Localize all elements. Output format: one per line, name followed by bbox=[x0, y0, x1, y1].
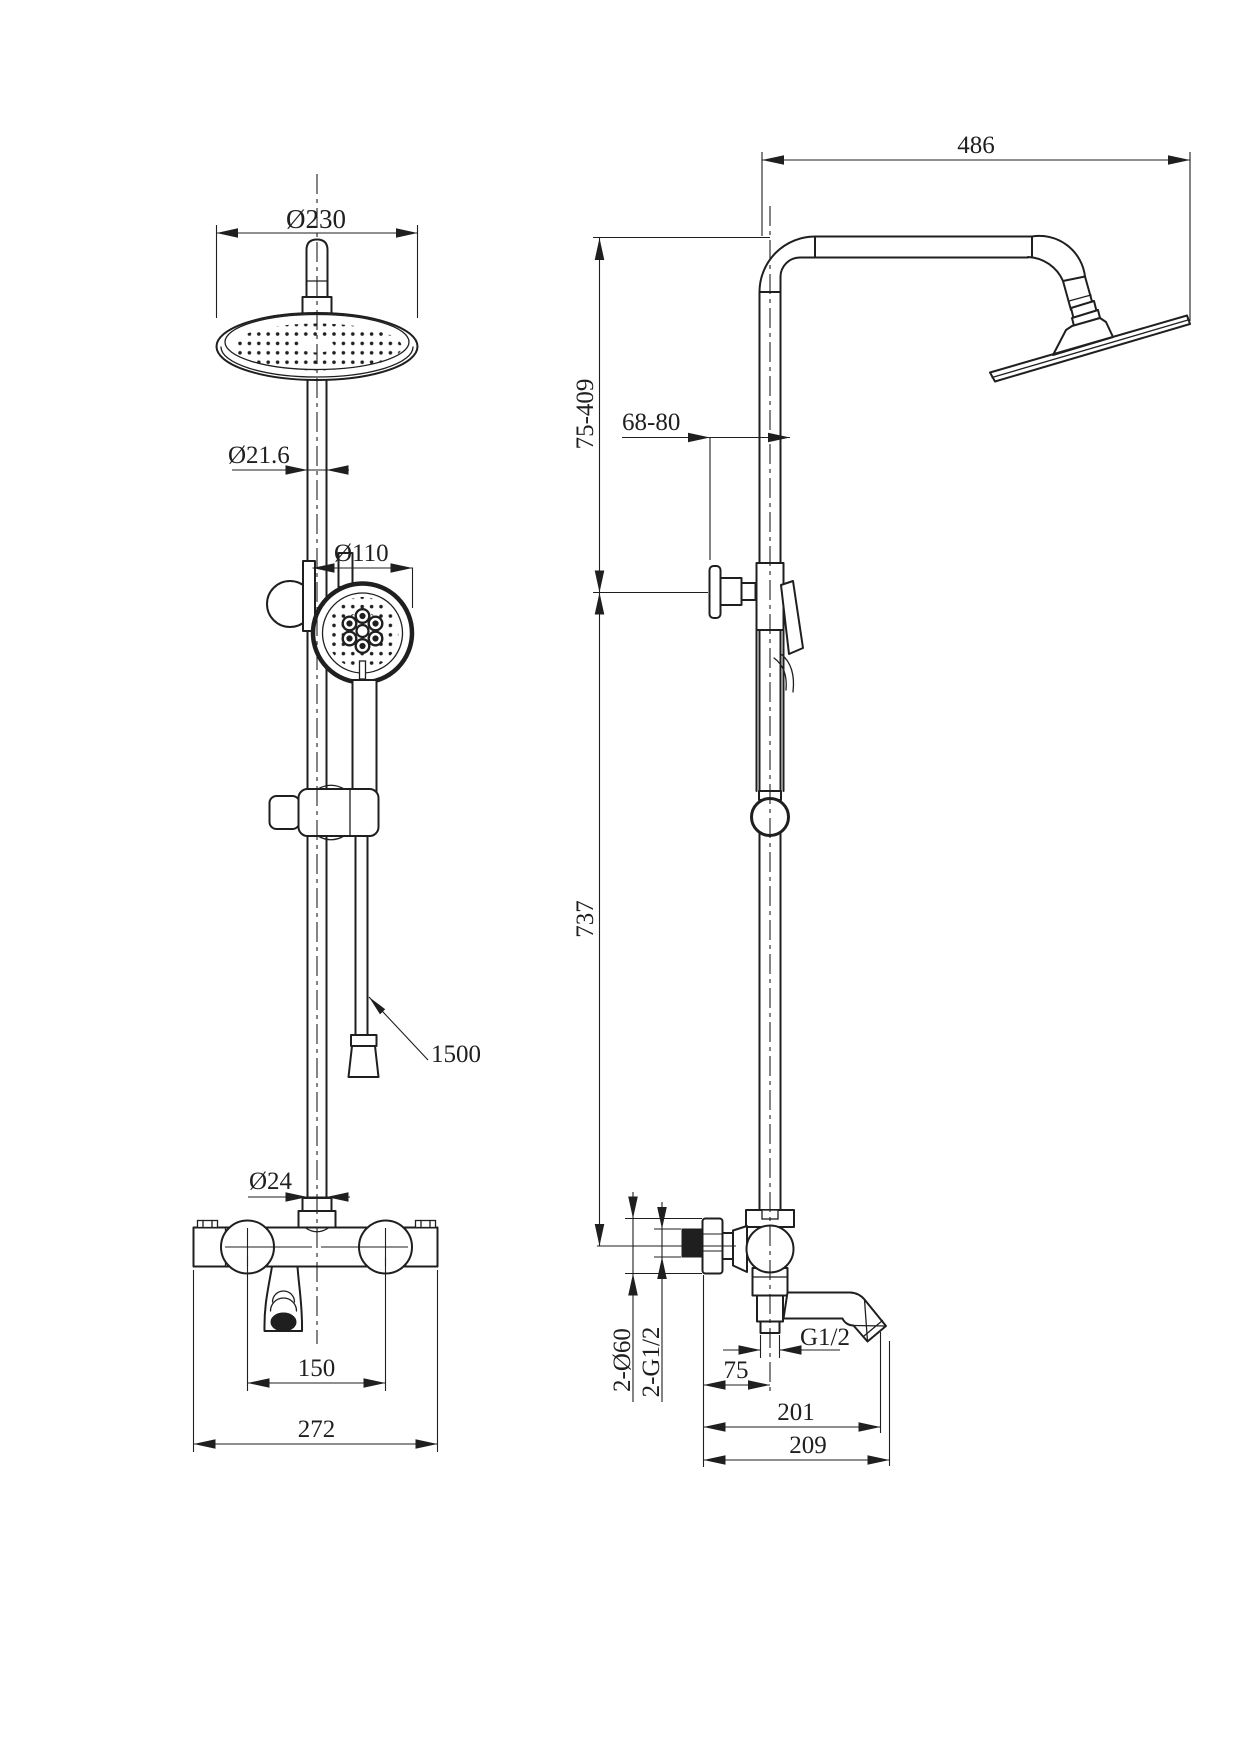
front-view: Ø230 Ø21.6 Ø110 1500 Ø24 150 272 bbox=[192, 204, 481, 1452]
dim-spout-reach: 201 bbox=[777, 1399, 815, 1426]
dim-inlet-thread: 2-G1/2 bbox=[638, 1327, 665, 1398]
shower-hose bbox=[347, 835, 380, 1078]
riser-and-arm-side bbox=[758, 234, 1086, 1211]
dim-overall-width: 272 bbox=[298, 1416, 336, 1443]
mixer-valve-side bbox=[681, 1209, 887, 1343]
dim-hose-length: 1500 bbox=[431, 1041, 481, 1068]
dim-lower-pipe-diameter: Ø24 bbox=[249, 1168, 293, 1195]
dim-upper-riser-adjust: 75-409 bbox=[572, 379, 599, 450]
hand-shower-handle bbox=[351, 679, 378, 793]
dimensions-side: 486 75-409 68-80 737 2-Ø60 2-G1/2 bbox=[572, 132, 1191, 1467]
wall-bracket-side bbox=[708, 562, 804, 837]
spray-mode-cluster bbox=[341, 608, 384, 655]
dim-wall-to-outlet: 75 bbox=[724, 1357, 749, 1384]
wall-thread-seal bbox=[681, 1228, 703, 1258]
holder-arm bbox=[302, 560, 316, 632]
dimensions-front: Ø230 Ø21.6 Ø110 1500 Ø24 150 272 bbox=[192, 204, 481, 1452]
dim-arm-reach: 486 bbox=[957, 132, 995, 159]
dim-spout-reach-overall: 209 bbox=[789, 1432, 827, 1459]
dim-overhead-diameter: Ø230 bbox=[286, 204, 346, 234]
side-view: 486 75-409 68-80 737 2-Ø60 2-G1/2 bbox=[572, 132, 1191, 1467]
dim-hand-shower-diameter: Ø110 bbox=[334, 540, 389, 567]
dim-inlet-spacing: 150 bbox=[298, 1355, 336, 1382]
slider-bracket bbox=[268, 784, 380, 841]
dim-riser-height: 737 bbox=[572, 900, 599, 938]
dim-wall-to-pipe: 68-80 bbox=[622, 409, 680, 436]
mode-lever bbox=[358, 660, 367, 680]
centerlines bbox=[316, 174, 771, 1396]
hand-shower-front bbox=[266, 552, 415, 793]
overhead-shower-side bbox=[989, 275, 1191, 383]
riser-pipe-front bbox=[306, 351, 328, 1211]
tub-spout-front bbox=[263, 1265, 304, 1332]
holder-lever-side bbox=[780, 580, 804, 655]
mixer-valve-front bbox=[192, 1197, 439, 1332]
dim-upper-pipe-diameter: Ø21.6 bbox=[228, 442, 290, 469]
dim-escutcheon-diameter: 2-Ø60 bbox=[609, 1328, 636, 1392]
dim-outlet-thread: G1/2 bbox=[800, 1324, 850, 1351]
